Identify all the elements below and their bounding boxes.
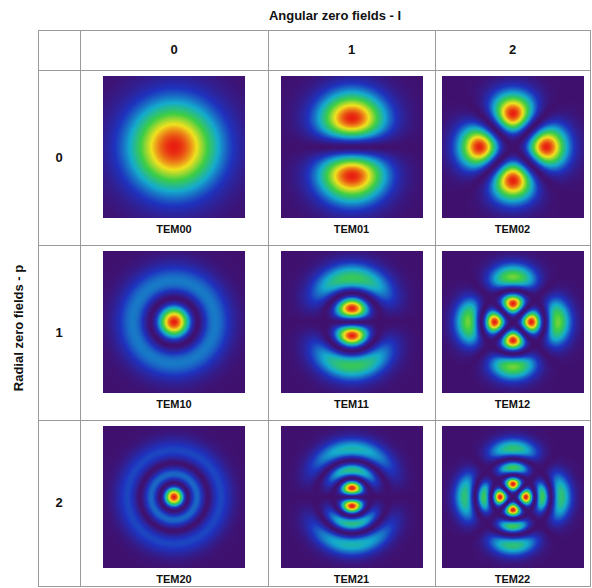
table-label: 2	[38, 495, 80, 511]
mode-intensity-image	[103, 426, 245, 568]
mode-intensity-image	[281, 76, 423, 218]
table-label: TEM20	[80, 571, 268, 587]
mode-intensity-image	[442, 76, 584, 218]
table-label: TEM00	[80, 221, 268, 237]
axis-title: Angular zero fields - l	[80, 8, 590, 24]
mode-intensity-image	[442, 426, 584, 568]
table-label: TEM12	[435, 396, 590, 412]
table-label: 0	[80, 42, 268, 58]
table-label: TEM21	[268, 571, 435, 587]
axis-title: Radial zero fields - p	[11, 178, 27, 478]
table-label: TEM01	[268, 221, 435, 237]
table-label: TEM22	[435, 571, 590, 587]
table-label: TEM10	[80, 396, 268, 412]
mode-intensity-image	[103, 76, 245, 218]
table-label: 1	[38, 325, 80, 341]
mode-intensity-image	[281, 251, 423, 393]
table-label: 2	[435, 42, 590, 58]
mode-intensity-image	[281, 426, 423, 568]
mode-intensity-image	[442, 251, 584, 393]
table-label: 1	[268, 42, 435, 58]
table-label: TEM02	[435, 221, 590, 237]
table-label: 0	[38, 150, 80, 166]
table-label: TEM11	[268, 396, 435, 412]
mode-intensity-image	[103, 251, 245, 393]
